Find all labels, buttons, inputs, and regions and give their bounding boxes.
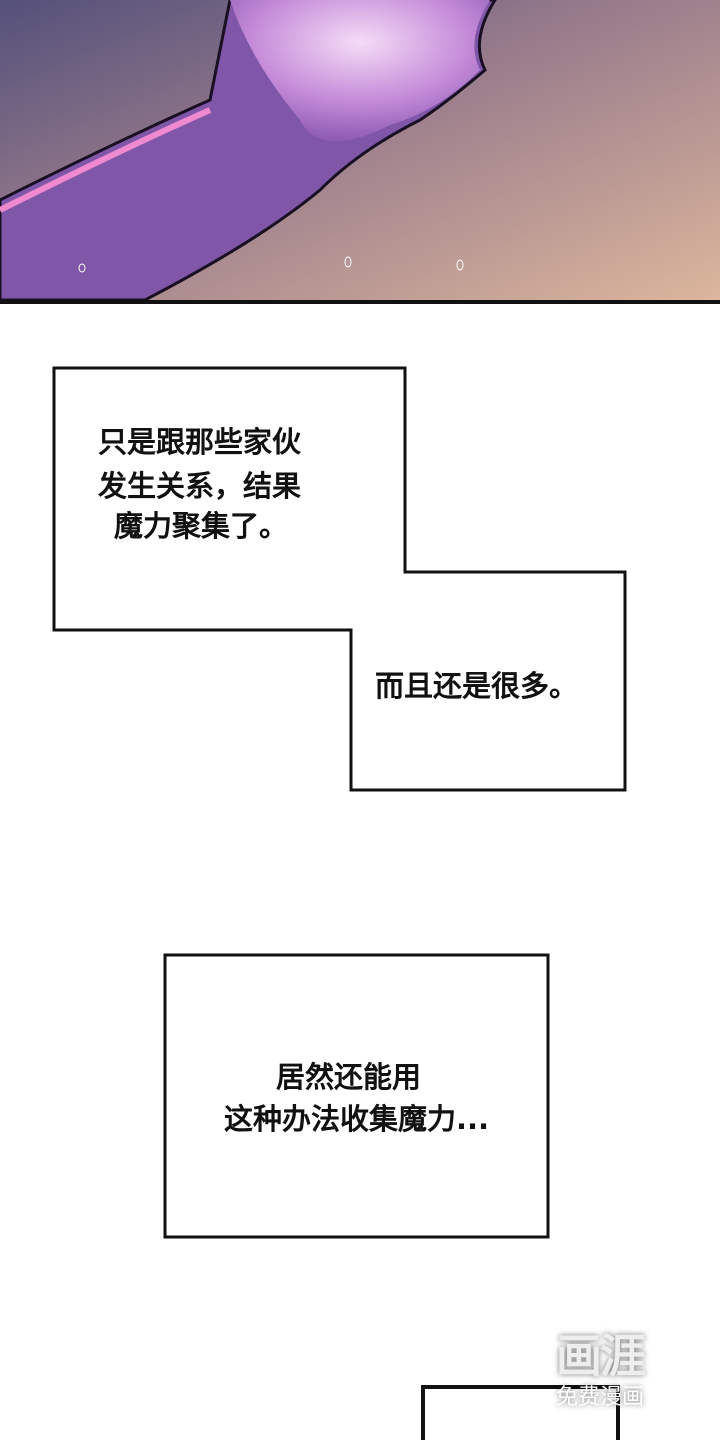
art-panel-hand — [0, 0, 720, 304]
caption-box-1-outline — [52, 366, 627, 792]
caption-line: 只是跟那些家伙 — [98, 425, 302, 459]
caption-box-2-outline — [163, 953, 550, 1239]
watermark-logo: 画涯 — [556, 1329, 646, 1383]
caption-line: 而且还是很多。 — [375, 669, 579, 703]
watermark-subtitle: 免费漫画 — [555, 1385, 644, 1410]
hand-illustration — [0, 0, 720, 300]
caption-line: 发生关系，结果 — [98, 469, 302, 503]
caption-line: 居然还能用 — [275, 1060, 421, 1094]
caption-line: 魔力聚集了。 — [114, 509, 289, 543]
caption-box-1b-text: 而且还是很多。 — [375, 664, 578, 708]
caption-box-1-text: 只是跟那些家伙 发生关系，结果 魔力聚集了。 — [98, 420, 301, 548]
caption-box-2-text: 居然还能用 这种办法收集魔力... — [165, 1056, 548, 1140]
watermark: 画涯 免费漫画 — [535, 1328, 665, 1412]
caption-line: 这种办法收集魔力... — [223, 1102, 490, 1136]
caption-box-3-outline — [421, 1385, 620, 1440]
